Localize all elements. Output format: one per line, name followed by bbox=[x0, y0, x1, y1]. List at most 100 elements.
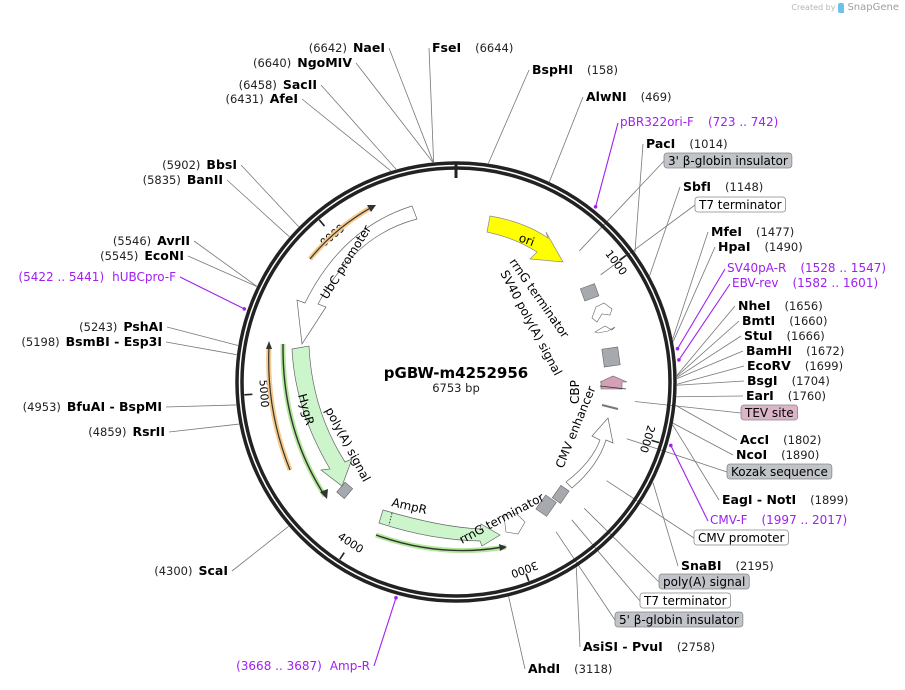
site-ncoi[interactable]: NcoI(1890) bbox=[736, 447, 819, 462]
site-name: AfeI bbox=[270, 91, 298, 106]
orf-ampr[interactable] bbox=[375, 532, 507, 554]
feature-cmv-enhancer[interactable] bbox=[565, 417, 614, 489]
site-eagi-noti[interactable]: EagI - NotI(1899) bbox=[722, 492, 848, 507]
site-position: (1148) bbox=[725, 180, 763, 194]
feature-sv40-polya-arrows[interactable] bbox=[591, 302, 616, 334]
leader-lines bbox=[165, 47, 745, 670]
callout-label: poly(A) signal bbox=[663, 575, 745, 589]
tick-mark bbox=[318, 219, 326, 227]
site-name: BspHI bbox=[532, 62, 573, 77]
primer-pbr322ori-f[interactable]: pBR322ori-F(723 .. 742) bbox=[593, 115, 779, 209]
feature-rrng-terminator-2-label: rrnG terminator bbox=[457, 490, 547, 546]
site-name: AsiSI - PvuI bbox=[583, 639, 663, 654]
primer-range: (1582 .. 1601) bbox=[792, 276, 878, 290]
callout-kozak-sequence[interactable]: Kozak sequence bbox=[726, 463, 833, 480]
feature-ubc-promoter[interactable]: UbC promoter bbox=[296, 205, 418, 346]
site-ngomiv[interactable]: NgoMIV(6640) bbox=[253, 55, 352, 70]
tick-mark bbox=[619, 254, 627, 261]
primer-sv40pa-r[interactable]: SV40pA-R(1528 .. 1547) bbox=[675, 261, 886, 351]
site-name: AvrII bbox=[157, 233, 190, 248]
feature-polya-signal[interactable] bbox=[336, 481, 354, 499]
callout-t7-terminator[interactable]: T7 terminator bbox=[694, 196, 786, 213]
site-position: (6431) bbox=[226, 92, 264, 106]
orf-orange-left[interactable] bbox=[266, 341, 293, 471]
site-position: (3118) bbox=[574, 662, 612, 676]
orf-hygr[interactable] bbox=[280, 343, 328, 499]
tick-label: 3000 bbox=[509, 558, 540, 580]
site-rsrii[interactable]: RsrII(4859) bbox=[88, 424, 165, 439]
site-bsmbi-esp3i[interactable]: BsmBI - Esp3I(5198) bbox=[21, 334, 162, 349]
site-snabi[interactable]: SnaBI(2195) bbox=[681, 558, 774, 573]
site-name: EarI bbox=[746, 388, 774, 403]
site-stui[interactable]: StuI(1666) bbox=[744, 328, 825, 343]
callout-3-globin-insulator[interactable]: 3' β-globin insulator bbox=[663, 152, 793, 169]
site-naei[interactable]: NaeI(6642) bbox=[309, 40, 385, 55]
feature-cbp[interactable] bbox=[599, 375, 628, 390]
primer-hubcpro-f[interactable]: hUBCpro-F(5422 .. 5441) bbox=[18, 270, 247, 311]
site-fsei[interactable]: FseI(6644) bbox=[432, 40, 513, 55]
plasmid-length: 6753 bp bbox=[432, 381, 480, 395]
restriction-sites: NaeI(6642)NgoMIV(6640) SacII(6458)AfeI (64… bbox=[21, 40, 848, 676]
backbone bbox=[235, 161, 677, 603]
site-name: NaeI bbox=[353, 40, 385, 55]
callout-label: T7 terminator bbox=[643, 594, 727, 608]
callout-label: 3' β-globin insulator bbox=[668, 154, 788, 168]
callout-cmv-promoter[interactable]: CMV promoter bbox=[693, 529, 789, 546]
callout-box bbox=[694, 196, 786, 213]
site-sbfi[interactable]: SbfI(1148) bbox=[683, 179, 763, 194]
site-alwni[interactable]: AlwNI(469) bbox=[586, 89, 672, 104]
site-sacii[interactable]: SacII(6458) bbox=[239, 77, 317, 92]
callout-t7-terminator[interactable]: T7 terminator bbox=[639, 592, 731, 609]
site-position: (1490) bbox=[765, 240, 803, 254]
site-banii[interactable]: BanII(5835) bbox=[143, 172, 223, 187]
site-mfei[interactable]: MfeI(1477) bbox=[711, 224, 794, 239]
site-eari[interactable]: EarI(1760) bbox=[746, 388, 826, 403]
site-nhei[interactable]: NheI(1656) bbox=[738, 298, 823, 313]
feature-hygr[interactable]: HygR bbox=[291, 345, 353, 487]
feature-ori[interactable]: ori bbox=[486, 215, 564, 263]
tick-label: 2000 bbox=[637, 424, 657, 455]
site-asisi-pvui[interactable]: AsiSI - PvuI(2758) bbox=[583, 639, 715, 654]
callout-poly-a-signal[interactable]: poly(A) signal bbox=[658, 573, 750, 590]
site-avrii[interactable]: AvrII(5546) bbox=[113, 233, 190, 248]
callout-5-globin-insulator[interactable]: 5' β-globin insulator bbox=[614, 611, 744, 628]
site-pshai[interactable]: PshAI(5243) bbox=[79, 319, 163, 334]
feature-rrng-terminator-1[interactable] bbox=[579, 283, 600, 302]
callout-box bbox=[614, 611, 744, 628]
site-bbsi[interactable]: BbsI(5902) bbox=[162, 157, 237, 172]
feature-rrng-terminator-3[interactable] bbox=[503, 512, 526, 535]
site-bsgi[interactable]: BsgI(1704) bbox=[747, 373, 830, 388]
site-afei[interactable]: AfeI (6431) bbox=[226, 91, 299, 106]
primer-ebv-rev[interactable]: EBV-rev (1582 .. 1601) bbox=[677, 276, 878, 362]
site-bsphi[interactable]: BspHI(158) bbox=[532, 62, 618, 77]
site-name: StuI bbox=[744, 328, 773, 343]
feature-rrng-terminator-2[interactable] bbox=[535, 484, 570, 517]
snapgene-credit: Created by SnapGene bbox=[791, 2, 899, 13]
site-bmti[interactable]: BmtI(1660) bbox=[742, 313, 827, 328]
site-econi[interactable]: EcoNI(5545) bbox=[100, 248, 184, 263]
site-scai[interactable]: ScaI(4300) bbox=[154, 563, 228, 578]
primer-cmv-f[interactable]: CMV-F(1997 .. 2017) bbox=[669, 443, 847, 527]
site-name: ScaI bbox=[199, 563, 229, 578]
site-hpai[interactable]: HpaI(1490) bbox=[718, 239, 803, 254]
feature-sv40-polya-box[interactable] bbox=[601, 346, 621, 368]
site-position: (5545) bbox=[100, 249, 138, 263]
site-bamhi[interactable]: BamHI(1672) bbox=[746, 343, 844, 358]
primer-amp-r[interactable]: Amp-R(3668 .. 3687) bbox=[236, 596, 398, 673]
callout-tev-site[interactable]: TEV site bbox=[740, 404, 799, 421]
site-paci[interactable]: PacI(1014) bbox=[646, 136, 728, 151]
primer-name: SV40pA-R bbox=[727, 261, 786, 275]
orf-orange-top[interactable] bbox=[308, 204, 376, 261]
site-ecorv[interactable]: EcoRV(1699) bbox=[747, 358, 843, 373]
tick-mark bbox=[339, 552, 345, 560]
site-position: (2195) bbox=[736, 559, 774, 573]
site-ahdi[interactable]: AhdI(3118) bbox=[528, 661, 612, 676]
primer-annotations: pBR322ori-F(723 .. 742) SV40pA-R(1528 .. … bbox=[18, 115, 886, 673]
site-acci[interactable]: AccI(1802) bbox=[740, 432, 821, 447]
callout-label: 5' β-globin insulator bbox=[619, 613, 739, 627]
site-bfuai-bspmi[interactable]: BfuAI - BspMI(4953) bbox=[23, 399, 162, 414]
site-position: (5198) bbox=[21, 335, 59, 349]
primer-name: EBV-rev bbox=[732, 276, 778, 290]
credit-brand: SnapGene bbox=[847, 2, 899, 13]
